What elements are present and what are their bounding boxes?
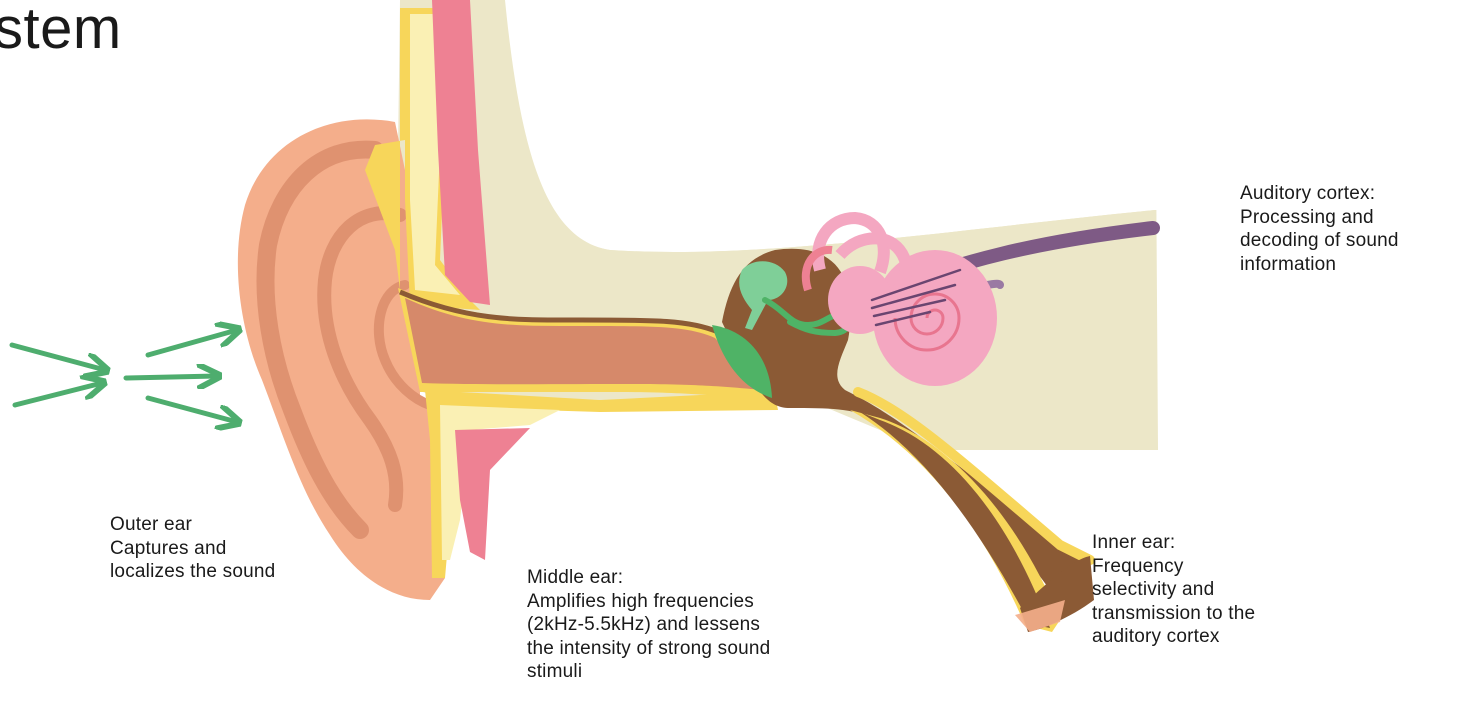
sound-arrow-5 [148, 398, 237, 422]
inner-ear-label-line: selectivity and [1092, 578, 1255, 602]
bone-pink-lower [455, 428, 530, 560]
inner-ear-label-line: Inner ear: [1092, 531, 1255, 555]
middle-ear-label-line: stimuli [527, 660, 770, 684]
auditory-cortex-label-line: decoding of sound [1240, 229, 1399, 253]
sound-arrow-2 [15, 383, 102, 405]
inner-ear-label-line: Frequency [1092, 555, 1255, 579]
middle-ear-label: Middle ear: Amplifies high frequencies (… [527, 566, 770, 684]
sound-arrow-3 [148, 330, 237, 355]
sound-arrow-4 [126, 376, 217, 378]
middle-ear-label-line: Amplifies high frequencies [527, 590, 770, 614]
sound-wave-arrows [12, 330, 237, 422]
inner-ear-label-line: transmission to the [1092, 602, 1255, 626]
inner-ear-label-line: auditory cortex [1092, 625, 1255, 649]
outer-ear-label-line: Outer ear [110, 513, 275, 537]
auditory-cortex-label: Auditory cortex: Processing and decoding… [1240, 182, 1399, 276]
auditory-cortex-label-line: Processing and [1240, 206, 1399, 230]
auditory-cortex-label-line: Auditory cortex: [1240, 182, 1399, 206]
middle-ear-label-line: (2kHz-5.5kHz) and lessens [527, 613, 770, 637]
outer-ear-label: Outer ear Captures and localizes the sou… [110, 513, 275, 584]
auditory-cortex-label-line: information [1240, 253, 1399, 277]
inner-ear-label: Inner ear: Frequency selectivity and tra… [1092, 531, 1255, 649]
outer-ear-label-line: localizes the sound [110, 560, 275, 584]
cochlea [873, 250, 997, 386]
cartilage-light-lower [440, 405, 560, 560]
middle-ear-label-line: Middle ear: [527, 566, 770, 590]
sound-arrow-1 [12, 345, 105, 370]
outer-ear-label-line: Captures and [110, 537, 275, 561]
middle-ear-label-line: the intensity of strong sound [527, 637, 770, 661]
